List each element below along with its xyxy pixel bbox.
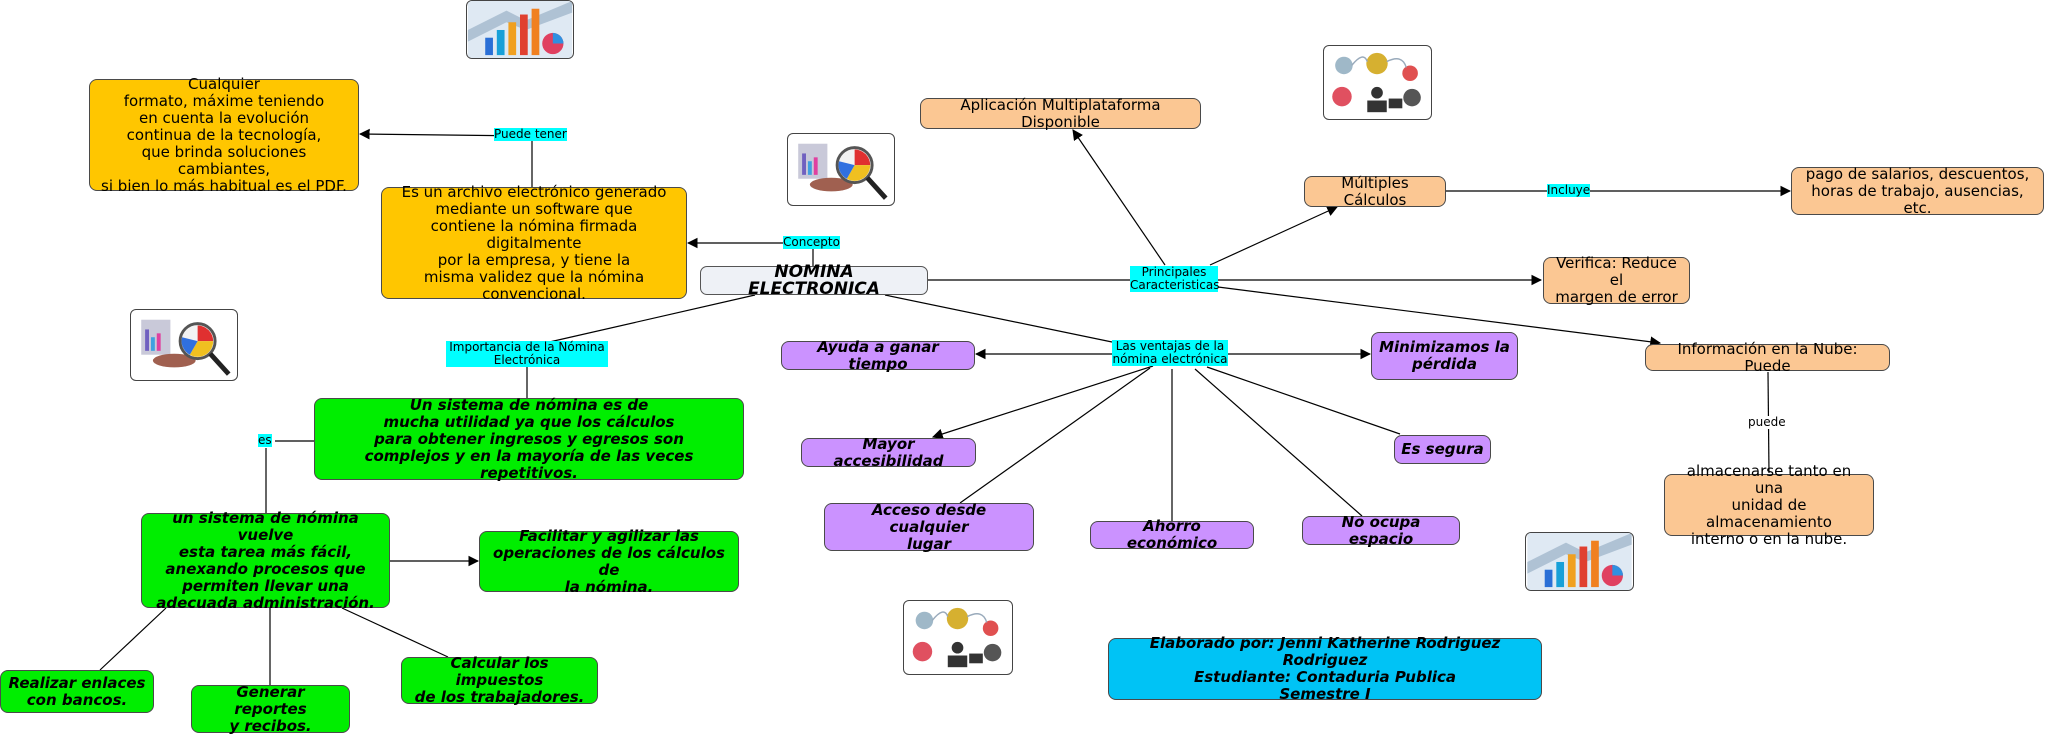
chart-picture: [466, 0, 574, 59]
business-icons: [912, 607, 1002, 668]
business-icons-picture: [1323, 45, 1432, 120]
node-pagos[interactable]: pago de salarios, descuentos, horas de t…: [1791, 165, 2044, 216]
label-es: es: [258, 433, 272, 447]
label-concepto: Concepto: [783, 235, 840, 249]
node-mayor-accesibilidad[interactable]: Mayor accesibilidad: [801, 435, 976, 469]
chart-picture: [1525, 532, 1634, 591]
node-sistema-facil[interactable]: un sistema de nómina vuelve esta tarea m…: [141, 509, 390, 611]
node-verifica[interactable]: Verifica: Reduce el margen de error: [1543, 255, 1690, 306]
business-icons-picture: [903, 600, 1013, 675]
node-no-ocupa-espacio[interactable]: No ocupa espacio: [1302, 513, 1460, 547]
node-almacenarse[interactable]: almacenarse tanto en una unidad de almac…: [1664, 462, 1874, 547]
node-minimizamos-perdida[interactable]: Minimizamos la pérdida: [1371, 332, 1518, 380]
node-es-segura[interactable]: Es segura: [1394, 435, 1491, 464]
node-realizar-enlaces[interactable]: Realizar enlaces con bancos.: [0, 670, 154, 713]
magnifier-chart-icon: [798, 143, 888, 200]
magnifier-chart-icon: [141, 319, 231, 376]
label-ventajas: Las ventajas de la nómina electrónica: [1112, 339, 1228, 366]
central-node[interactable]: NOMINA ELECTRONICA: [700, 263, 928, 297]
label-importancia: Importancia de la Nómina Electrónica: [446, 341, 608, 367]
business-icons: [1332, 52, 1421, 113]
label-puede: puede: [1748, 415, 1786, 429]
node-ahorro-economico[interactable]: Ahorro económico: [1090, 518, 1254, 552]
node-formato[interactable]: Cualquier formato, máxime teniendo en cu…: [89, 75, 359, 194]
node-calcular-impuestos[interactable]: Calcular los impuestos de los trabajador…: [401, 655, 598, 706]
node-informacion-nube[interactable]: Información en la Nube: Puede: [1645, 340, 1890, 374]
analysis-picture: [130, 309, 238, 381]
analysis-picture: [787, 133, 895, 206]
node-sistema-util[interactable]: Un sistema de nómina es de mucha utilida…: [314, 396, 744, 481]
bar-chart-icon: [467, 1, 573, 58]
node-facilitar[interactable]: Facilitar y agilizar las operaciones de …: [479, 527, 739, 595]
bar-chart-icon: [1527, 533, 1632, 590]
node-acceso-cualquier-lugar[interactable]: Acceso desde cualquier lugar: [824, 501, 1034, 552]
label-puede-tener: Puede tener: [494, 127, 567, 141]
credit-box: Elaborado por: Jenni Katherine Rodriguez…: [1108, 635, 1542, 703]
node-aplicacion-multiplataforma[interactable]: Aplicación Multiplataforma Disponible: [920, 96, 1201, 130]
label-incluye: Incluye: [1547, 183, 1591, 197]
node-generar-reportes[interactable]: Generar reportes y recibos.: [191, 683, 350, 734]
node-concepto-definition[interactable]: Es un archivo electrónico generado media…: [381, 183, 687, 302]
node-ayuda-ganar-tiempo[interactable]: Ayuda a ganar tiempo: [781, 338, 975, 372]
node-multiples-calculos[interactable]: Múltiples Cálculos: [1304, 174, 1446, 208]
label-principales-caracteristicas: Principales Caracteristicas: [1130, 265, 1220, 292]
